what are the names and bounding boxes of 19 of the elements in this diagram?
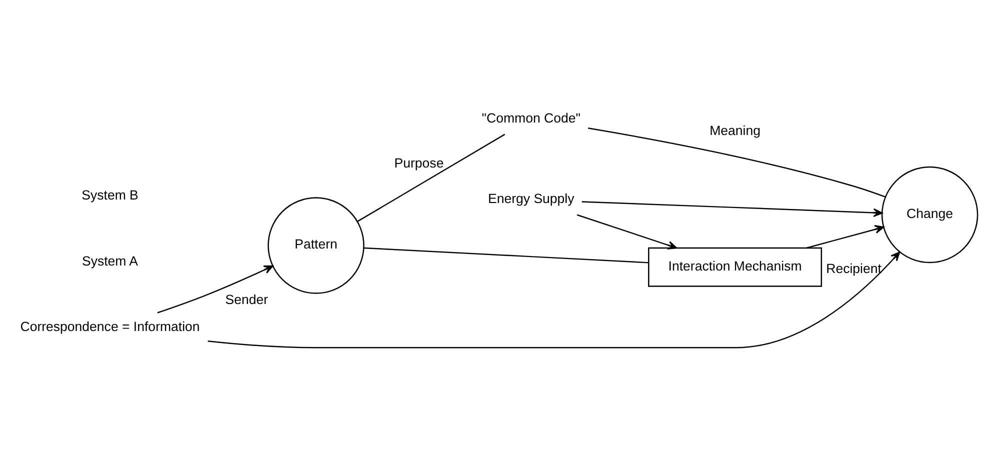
node-circle: Pattern: [268, 197, 364, 294]
arrow: [576, 214, 678, 250]
edge-label: Purpose: [394, 155, 444, 170]
arrow: [806, 225, 884, 249]
node-text: "Common Code": [482, 110, 580, 126]
node-label: Recipient: [826, 261, 882, 276]
node-label: Sender: [225, 292, 268, 307]
arrow: [157, 265, 274, 314]
arrow: [582, 201, 883, 218]
arrow: [208, 252, 900, 348]
node-box: Interaction Mechanism: [648, 247, 822, 287]
connector: [357, 134, 506, 222]
connector: [588, 128, 886, 198]
label: System A: [82, 253, 138, 268]
node-text: Energy Supply: [488, 190, 574, 206]
edge-label: Meaning: [710, 122, 760, 138]
connector: [364, 247, 649, 264]
label: System B: [82, 188, 138, 203]
node-text: Correspondence = Information: [20, 318, 200, 334]
